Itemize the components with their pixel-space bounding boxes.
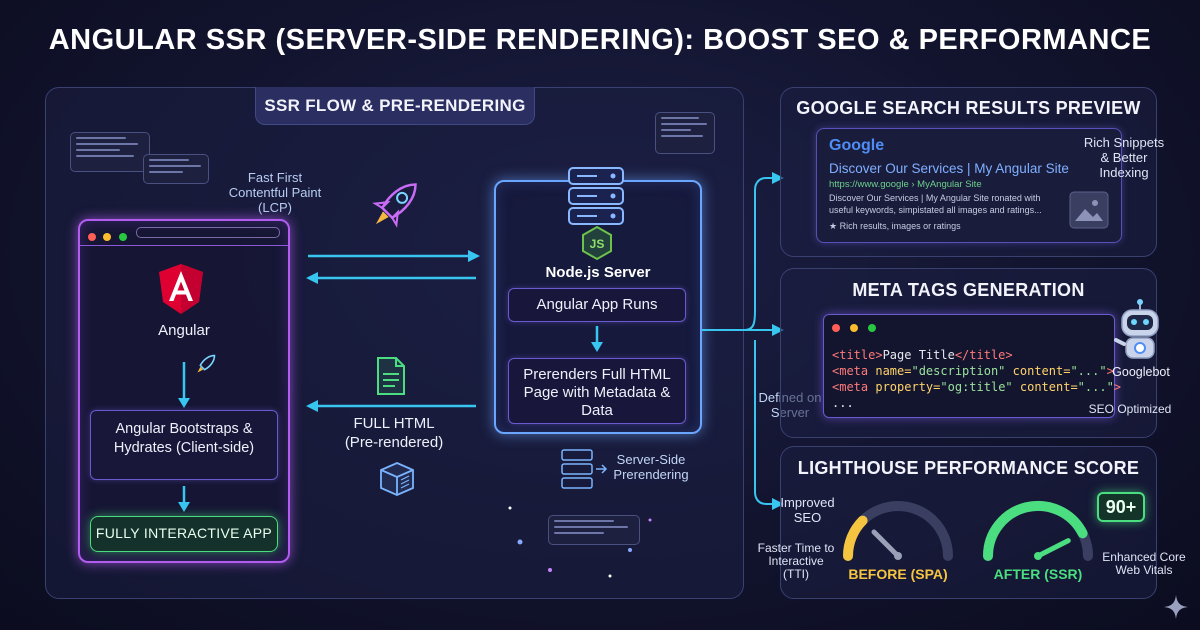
code-snippet-decoration <box>70 132 150 172</box>
google-logo: Google <box>829 137 885 154</box>
code-line-meta-og-title: <meta property="og:title" content="..."> <box>832 380 1122 394</box>
robot-icon <box>1114 299 1159 359</box>
window-maximize-dot <box>868 324 877 332</box>
browser-header-divider <box>80 245 288 246</box>
bootstrap-hydrate-box: Angular Bootstraps & Hydrates (Client-si… <box>90 410 278 480</box>
window-close-dot <box>88 233 96 241</box>
prerender-label: Prerenders Full HTML Page with Metadata … <box>523 366 671 419</box>
flow-arrow <box>178 362 190 408</box>
server-icon <box>561 449 608 489</box>
full-html-label: FULL HTML (Pre-rendered) <box>344 415 444 451</box>
ssr-flow-title-tab <box>255 87 535 125</box>
before-spa-label: BEFORE (SPA) <box>848 566 948 582</box>
code-line-title: <title>Page Title</title> <box>832 348 1013 362</box>
after-gauge <box>982 500 1093 561</box>
code-snippet-decoration <box>143 154 209 184</box>
code-line-ellipsis: ... <box>832 396 854 410</box>
sparkle-icon <box>1164 595 1188 619</box>
flow-arrow <box>178 486 190 512</box>
nodejs-badge-text: JS <box>590 237 605 251</box>
search-preview-title: GOOGLE SEARCH RESULTS PREVIEW <box>796 98 1141 118</box>
sparkle-decoration <box>508 506 652 578</box>
nodejs-server-label: Node.js Server <box>545 264 651 281</box>
after-gauge-needle <box>1035 538 1071 559</box>
full-html-arrow <box>306 400 476 412</box>
search-result-title[interactable]: Discover Our Services | My Angular Site <box>829 161 1069 176</box>
rocket-icon <box>372 183 417 228</box>
document-icon <box>377 357 405 395</box>
angular-logo-icon <box>159 264 203 314</box>
after-ssr-label: AFTER (SSR) <box>993 566 1083 582</box>
score-badge: 90+ <box>1097 492 1145 522</box>
image-placeholder-icon <box>1069 191 1109 229</box>
lighthouse-panel <box>780 446 1157 599</box>
connector-lines <box>702 172 784 510</box>
address-bar <box>136 227 280 238</box>
search-result-card: Google Discover Our Services | My Angula… <box>816 128 1122 243</box>
web-vitals-label: Enhanced Core Web Vitals <box>1102 550 1186 577</box>
before-gauge-fill <box>842 515 868 561</box>
seo-optimized-label: SEO Optimized <box>1088 402 1172 416</box>
tti-label: Faster Time to Interactive (TTI) <box>757 541 835 581</box>
before-gauge <box>842 501 953 561</box>
page-title: ANGULAR SSR (SERVER-SIDE RENDERING): BOO… <box>48 24 1152 56</box>
code-line-meta-description: <meta name="description" content="..."> <box>832 364 1114 378</box>
rich-snippets-label: Rich Snippets & Better Indexing <box>1083 135 1165 180</box>
bootstrap-hydrate-label: Angular Bootstraps & Hydrates (Client-si… <box>113 421 255 456</box>
window-minimize-dot <box>103 233 112 241</box>
meta-tags-title: META TAGS GENERATION <box>852 280 1085 300</box>
angular-label: Angular <box>158 322 210 339</box>
server-side-prerendering-label: Server-Side Prerendering <box>613 452 689 482</box>
code-snippet-decoration <box>548 515 640 545</box>
app-runs-box: Angular App Runs <box>508 288 686 322</box>
app-runs-label: Angular App Runs <box>536 296 658 313</box>
fcp-label: Fast First Contentful Paint (LCP) <box>228 170 322 215</box>
fully-interactive-app-badge: FULLY INTERACTIVE APP <box>90 516 278 552</box>
search-result-rich: ★ Rich results, images or ratings <box>829 221 961 231</box>
lighthouse-title: LIGHTHOUSE PERFORMANCE SCORE <box>797 458 1140 478</box>
meta-tags-code-window: <title>Page Title</title> <meta name="de… <box>823 314 1121 418</box>
search-result-url: https://www.google › MyAngular Site <box>829 179 982 190</box>
ssr-flow-title: SSR FLOW & PRE-RENDERING <box>264 96 526 115</box>
prerender-box: Prerenders Full HTML Page with Metadata … <box>508 358 686 424</box>
window-close-dot <box>832 324 840 332</box>
before-gauge-needle <box>871 529 901 559</box>
flow-arrow <box>591 326 603 352</box>
googlebot-label: Googlebot <box>1112 365 1170 379</box>
search-result-description: Discover Our Services | My Angular Site … <box>829 193 1042 215</box>
nodejs-icon: JS <box>582 225 612 261</box>
after-gauge-fill <box>982 500 1088 561</box>
package-icon <box>380 462 414 496</box>
window-minimize-dot <box>850 324 859 332</box>
request-response-arrows <box>306 250 480 284</box>
server-icon <box>568 167 624 225</box>
code-snippet-decoration <box>655 112 715 154</box>
rocket-icon <box>197 354 216 373</box>
improved-seo-label: Improved SEO <box>780 495 835 525</box>
window-maximize-dot <box>118 233 127 241</box>
